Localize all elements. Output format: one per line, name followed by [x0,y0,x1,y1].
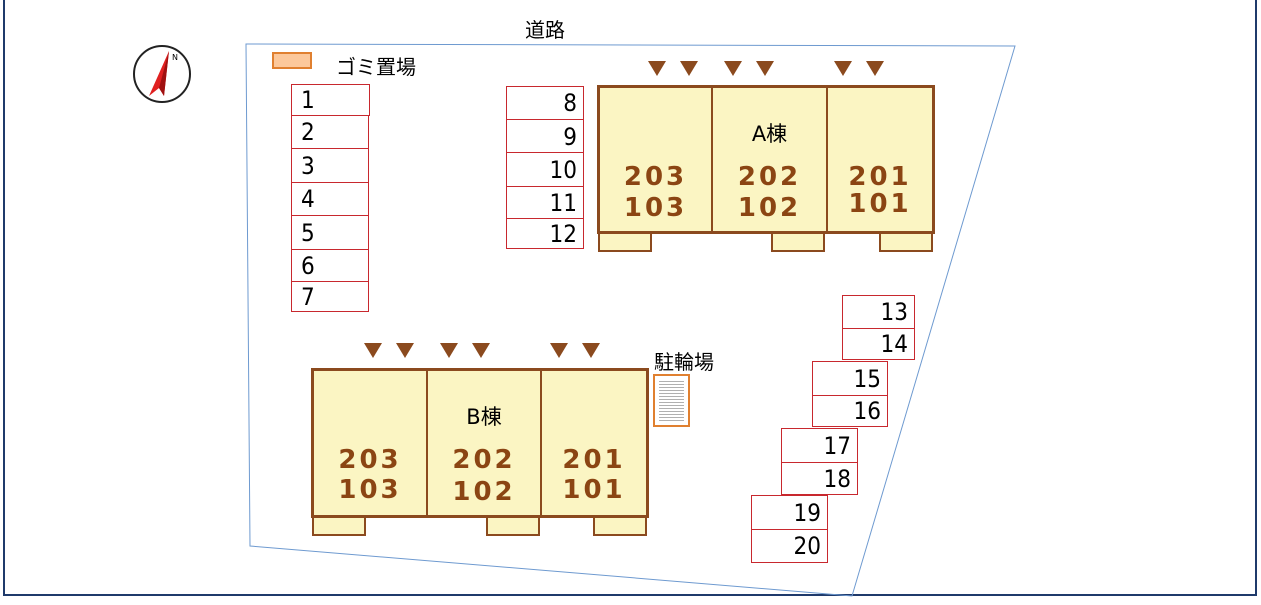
parking-slot: 3 [291,148,369,183]
room-number: 201 [848,162,912,192]
bike-parking-label: 駐輪場 [654,350,714,374]
parking-slot: 10 [506,152,584,187]
room-number: 202 [452,445,516,475]
entrance-triangle-icon [472,343,490,358]
parking-slot: 2 [291,115,369,149]
parking-slot: 5 [291,215,369,250]
parking-slot: 15 [812,361,888,396]
road-label: 道路 [525,18,565,42]
parking-slot: 14 [842,328,915,360]
room-number: 203 [338,445,402,475]
room-number: 103 [338,475,402,505]
parking-slot: 19 [751,495,828,530]
building-a-step [771,232,825,252]
building-b-step [312,516,366,536]
entrance-triangle-icon [834,61,852,76]
building-a-unit-1: 203 103 [600,88,713,231]
entrance-triangle-icon [364,343,382,358]
parking-slot: 9 [506,119,584,154]
entrance-triangle-icon [550,343,568,358]
room-number: 103 [623,193,688,223]
room-number: 101 [562,475,626,505]
building-b-step [593,516,647,536]
parking-slot: 8 [506,86,584,120]
room-number: 101 [848,189,912,219]
building-a-unit-3: 201 101 [828,88,932,231]
parking-slot: 16 [812,395,888,427]
building-a-unit-2: A棟 202 102 [713,88,828,231]
parking-slot: 12 [506,218,584,249]
room-number: 102 [452,477,516,507]
entrance-triangle-icon [866,61,884,76]
building-b-name: B棟 [466,405,502,429]
compass-letter: N [172,53,178,62]
building-a-step [598,232,652,252]
north-arrow-icon: N [133,45,191,103]
building-b-step [486,516,540,536]
trash-area-swatch [272,52,312,69]
entrance-triangle-icon [724,61,742,76]
building-a-name: A棟 [751,122,788,146]
parking-slot: 13 [842,295,915,329]
trash-area-label: ゴミ置場 [336,55,416,79]
parking-slot: 6 [291,249,369,282]
entrance-triangle-icon [396,343,414,358]
parking-slot: 20 [751,529,828,563]
room-number: 203 [623,162,688,192]
building-a: 203 103 A棟 202 102 201 101 [597,85,935,234]
entrance-triangle-icon [680,61,698,76]
frame-bottom-line [3,594,1257,596]
entrance-triangle-icon [756,61,774,76]
parking-slot: 7 [291,281,369,312]
parking-slot: 1 [291,84,370,116]
building-b-unit-1: 203 103 [314,371,428,515]
parking-slot: 17 [781,428,858,463]
entrance-triangle-icon [648,61,666,76]
building-b-unit-3: 201 101 [542,371,646,515]
parking-slot: 4 [291,182,369,216]
building-b-unit-2: B棟 202 102 [428,371,542,515]
entrance-triangle-icon [582,343,600,358]
parking-slot: 11 [506,186,584,219]
room-number: 202 [737,162,802,192]
room-number: 201 [562,445,626,475]
room-number: 102 [737,193,802,223]
building-b: 203 103 B棟 202 102 201 101 [311,368,649,518]
map-frame [3,0,1257,596]
parking-slot: 18 [781,462,858,495]
building-a-step [879,232,933,252]
entrance-triangle-icon [440,343,458,358]
bike-rack-icon [653,374,690,427]
